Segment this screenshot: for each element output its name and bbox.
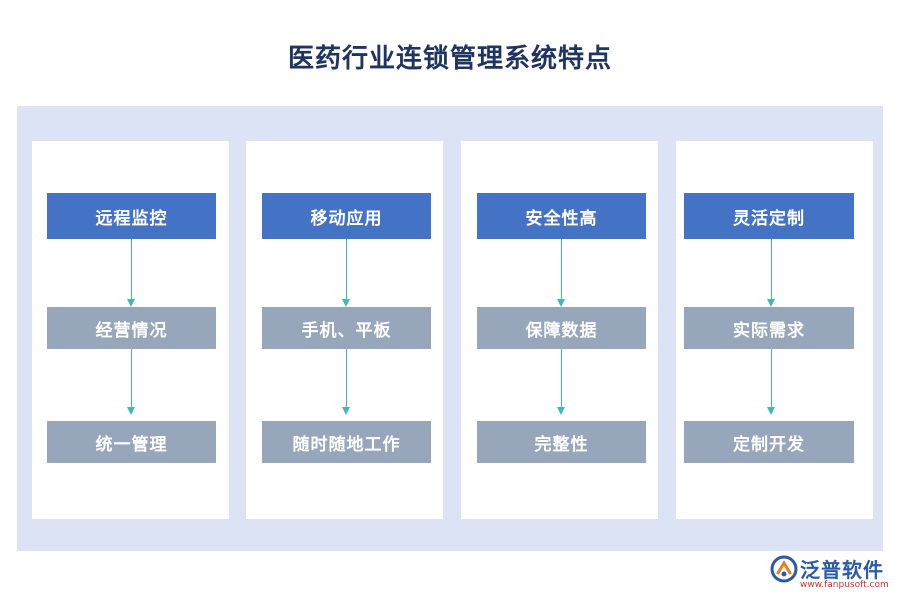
brand-name: 泛普软件 bbox=[800, 558, 884, 582]
feature-bottom-1: 统一管理 bbox=[47, 421, 216, 463]
arrow-line bbox=[771, 239, 772, 299]
arrow-head bbox=[127, 299, 135, 307]
arrow-line bbox=[131, 239, 132, 299]
feature-head-3: 安全性高 bbox=[477, 193, 646, 239]
feature-head-4: 灵活定制 bbox=[684, 193, 854, 239]
feature-bottom-2: 随时随地工作 bbox=[262, 421, 431, 463]
feature-mid-1: 经营情况 bbox=[47, 307, 216, 349]
feature-head-2: 移动应用 bbox=[262, 193, 431, 239]
arrow-head bbox=[342, 407, 350, 415]
brand-logo: 泛普软件 www.fanpusoft.com bbox=[770, 553, 894, 597]
arrow-line bbox=[561, 349, 562, 407]
arrow-head bbox=[767, 407, 775, 415]
page-title: 医药行业连锁管理系统特点 bbox=[287, 44, 612, 74]
brand-url: www.fanpusoft.com bbox=[800, 580, 889, 590]
feature-bottom-4: 定制开发 bbox=[684, 421, 854, 463]
feature-mid-2: 手机、平板 bbox=[262, 307, 431, 349]
arrow-head bbox=[342, 299, 350, 307]
arrow-line bbox=[131, 349, 132, 407]
arrow-head bbox=[557, 299, 565, 307]
fanpu-logo-icon bbox=[770, 555, 798, 583]
feature-mid-3: 保障数据 bbox=[477, 307, 646, 349]
arrow-head bbox=[127, 407, 135, 415]
arrow-line bbox=[771, 349, 772, 407]
arrow-line bbox=[346, 349, 347, 407]
arrow-line bbox=[346, 239, 347, 299]
arrow-head bbox=[557, 407, 565, 415]
arrow-head bbox=[767, 299, 775, 307]
arrow-line bbox=[561, 239, 562, 299]
feature-mid-4: 实际需求 bbox=[684, 307, 854, 349]
feature-bottom-3: 完整性 bbox=[477, 421, 646, 463]
feature-head-1: 远程监控 bbox=[47, 193, 216, 239]
